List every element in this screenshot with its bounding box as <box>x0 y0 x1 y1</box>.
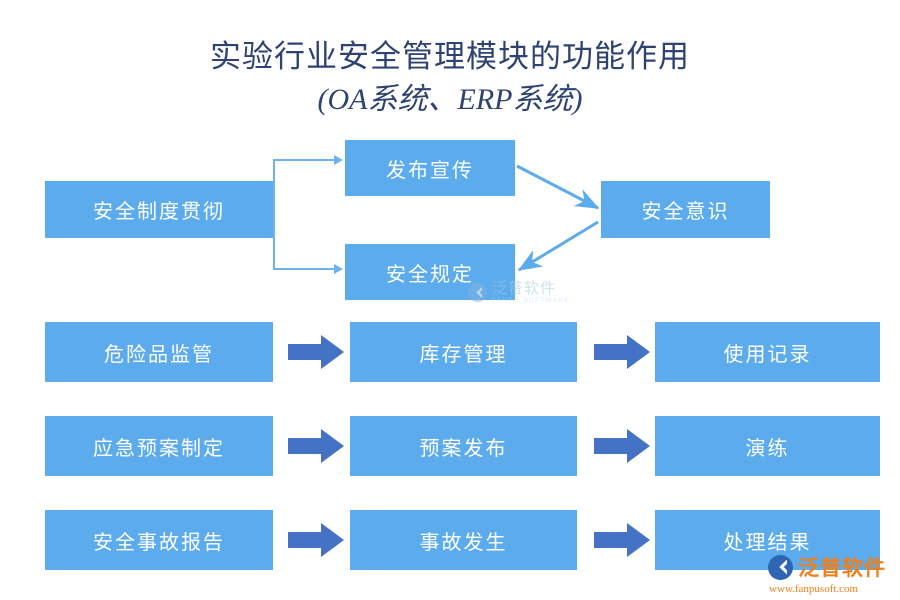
block-arrow-row1-2 <box>594 335 650 369</box>
node-publicity-release[interactable]: 发布宣传 <box>345 140 515 196</box>
block-arrow-row1-1 <box>288 335 344 369</box>
watermark-corner: 泛普软件 www.fanpusoft.com <box>768 552 886 595</box>
elbow-vertical <box>273 159 275 270</box>
watermark-corner-url: www.fanpusoft.com <box>769 583 859 595</box>
block-arrow-row3-2 <box>594 523 650 557</box>
node-safety-regulations[interactable]: 安全规定 <box>345 244 515 300</box>
node-drill[interactable]: 演练 <box>655 416 880 476</box>
title-line-1: 实验行业安全管理模块的功能作用 <box>210 39 690 74</box>
block-arrow-row3-1 <box>288 523 344 557</box>
node-safety-awareness[interactable]: 安全意识 <box>601 181 770 238</box>
block-arrow-row2-1 <box>288 429 344 463</box>
fanpu-logo-icon <box>468 283 487 302</box>
watermark-corner-cn: 泛普软件 <box>798 557 886 580</box>
elbow-arrowhead-top <box>334 155 343 165</box>
title-line-2: (OA系统、ERP系统) <box>317 82 583 116</box>
block-arrow-row2-2 <box>594 429 650 463</box>
node-inventory-management[interactable]: 库存管理 <box>350 322 577 382</box>
fanpu-logo-icon-corner <box>768 554 793 580</box>
node-plan-release[interactable]: 预案发布 <box>350 416 577 476</box>
arrow-awareness-to-regulations <box>517 220 599 272</box>
watermark-center-en: FANPU SOFTWARE <box>492 298 570 304</box>
node-handling-result[interactable]: 处理结果 <box>655 510 880 570</box>
node-hazardous-materials-supervision[interactable]: 危险品监管 <box>45 322 273 382</box>
watermark-center: 泛普软件 FANPU SOFTWARE <box>468 281 570 304</box>
node-emergency-plan-formulation[interactable]: 应急预案制定 <box>45 416 273 476</box>
arrow-publicity-to-awareness <box>516 164 600 210</box>
page-title: 实验行业安全管理模块的功能作用 (OA系统、ERP系统) <box>0 38 900 118</box>
elbow-branch-bottom <box>273 268 336 270</box>
node-safety-system-implementation[interactable]: 安全制度贯彻 <box>45 181 273 238</box>
node-safety-accident-report[interactable]: 安全事故报告 <box>45 510 273 570</box>
watermark-center-cn: 泛普软件 <box>492 280 557 297</box>
elbow-arrowhead-bottom <box>334 264 343 274</box>
node-accident-occurrence[interactable]: 事故发生 <box>350 510 577 570</box>
elbow-branch-top <box>273 159 336 161</box>
node-usage-record[interactable]: 使用记录 <box>655 322 880 382</box>
